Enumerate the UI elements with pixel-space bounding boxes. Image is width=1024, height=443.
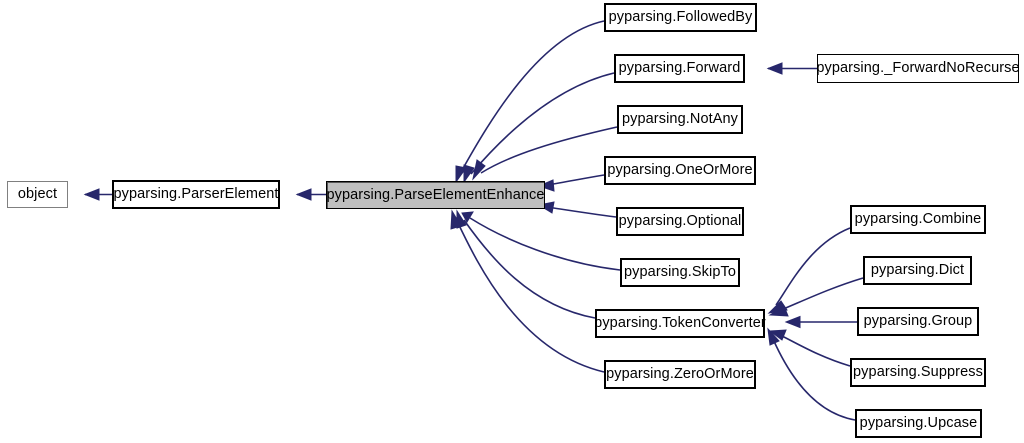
class-node-label: pyparsing.ParseElementEnhance <box>326 186 545 203</box>
class-node-parser_element[interactable]: pyparsing.ParserElement <box>112 180 280 209</box>
edge-parser-element-to-object <box>83 188 112 201</box>
edge-combine-to-token-converter <box>767 227 851 314</box>
class-node-forward_no_recurse[interactable]: pyparsing._ForwardNoRecurse <box>816 54 1020 83</box>
class-node-object[interactable]: object <box>7 181 68 208</box>
class-node-token_converter[interactable]: pyparsing.TokenConverter <box>594 309 766 338</box>
edge-forward-no-recurse-to-forward <box>766 62 817 75</box>
class-node-label: pyparsing._ForwardNoRecurse <box>816 60 1020 77</box>
edge-dict-to-token-converter <box>768 277 864 317</box>
edge-forward-to-parse-element-enhance <box>463 72 615 184</box>
class-node-dict[interactable]: pyparsing.Dict <box>863 256 972 285</box>
class-node-label: pyparsing.Suppress <box>853 364 983 381</box>
class-node-label: pyparsing.ParserElement <box>113 186 279 203</box>
class-node-label: pyparsing.TokenConverter <box>594 315 766 332</box>
edge-followed-by-to-parse-element-enhance <box>455 20 605 184</box>
edge-zero-or-more-to-parse-element-enhance <box>450 209 605 373</box>
class-node-label: pyparsing.Upcase <box>859 415 978 432</box>
class-node-one_or_more[interactable]: pyparsing.OneOrMore <box>604 156 756 185</box>
class-node-suppress[interactable]: pyparsing.Suppress <box>850 358 986 387</box>
class-node-followed_by[interactable]: pyparsing.FollowedBy <box>604 3 757 32</box>
class-node-parse_element_enh[interactable]: pyparsing.ParseElementEnhance <box>326 181 545 209</box>
class-node-label: pyparsing.Dict <box>870 262 965 279</box>
class-node-not_any[interactable]: pyparsing.NotAny <box>617 105 743 134</box>
edge-parse-element-enhance-to-parser-element <box>295 188 326 201</box>
edge-one-or-more-to-parse-element-enhance <box>537 174 605 192</box>
class-node-label: pyparsing.OneOrMore <box>607 162 753 179</box>
edge-not-any-to-parse-element-enhance <box>472 126 618 181</box>
class-node-zero_or_more[interactable]: pyparsing.ZeroOrMore <box>604 360 756 389</box>
class-node-label: pyparsing.NotAny <box>621 111 739 128</box>
class-node-label: object <box>17 186 58 203</box>
edge-suppress-to-token-converter <box>768 329 851 367</box>
class-node-label: pyparsing.FollowedBy <box>608 9 753 26</box>
class-node-group[interactable]: pyparsing.Group <box>857 307 979 336</box>
class-node-label: pyparsing.Group <box>863 313 973 330</box>
edge-upcase-to-token-converter <box>767 327 856 421</box>
edge-skip-to-to-parse-element-enhance <box>461 211 621 271</box>
class-node-optional[interactable]: pyparsing.Optional <box>616 207 744 236</box>
class-node-label: pyparsing.Forward <box>618 60 741 77</box>
class-node-label: pyparsing.Combine <box>854 211 982 228</box>
edge-group-to-token-converter <box>784 315 857 329</box>
class-node-upcase[interactable]: pyparsing.Upcase <box>855 409 982 438</box>
edge-optional-to-parse-element-enhance <box>537 201 617 218</box>
class-node-combine[interactable]: pyparsing.Combine <box>850 205 986 234</box>
class-node-label: pyparsing.ZeroOrMore <box>606 366 754 383</box>
edge-token-converter-to-parse-element-enhance <box>456 209 596 319</box>
class-node-label: pyparsing.Optional <box>618 213 742 230</box>
class-node-label: pyparsing.SkipTo <box>623 264 737 281</box>
class-node-skip_to[interactable]: pyparsing.SkipTo <box>620 258 740 287</box>
class-node-forward[interactable]: pyparsing.Forward <box>614 54 745 83</box>
